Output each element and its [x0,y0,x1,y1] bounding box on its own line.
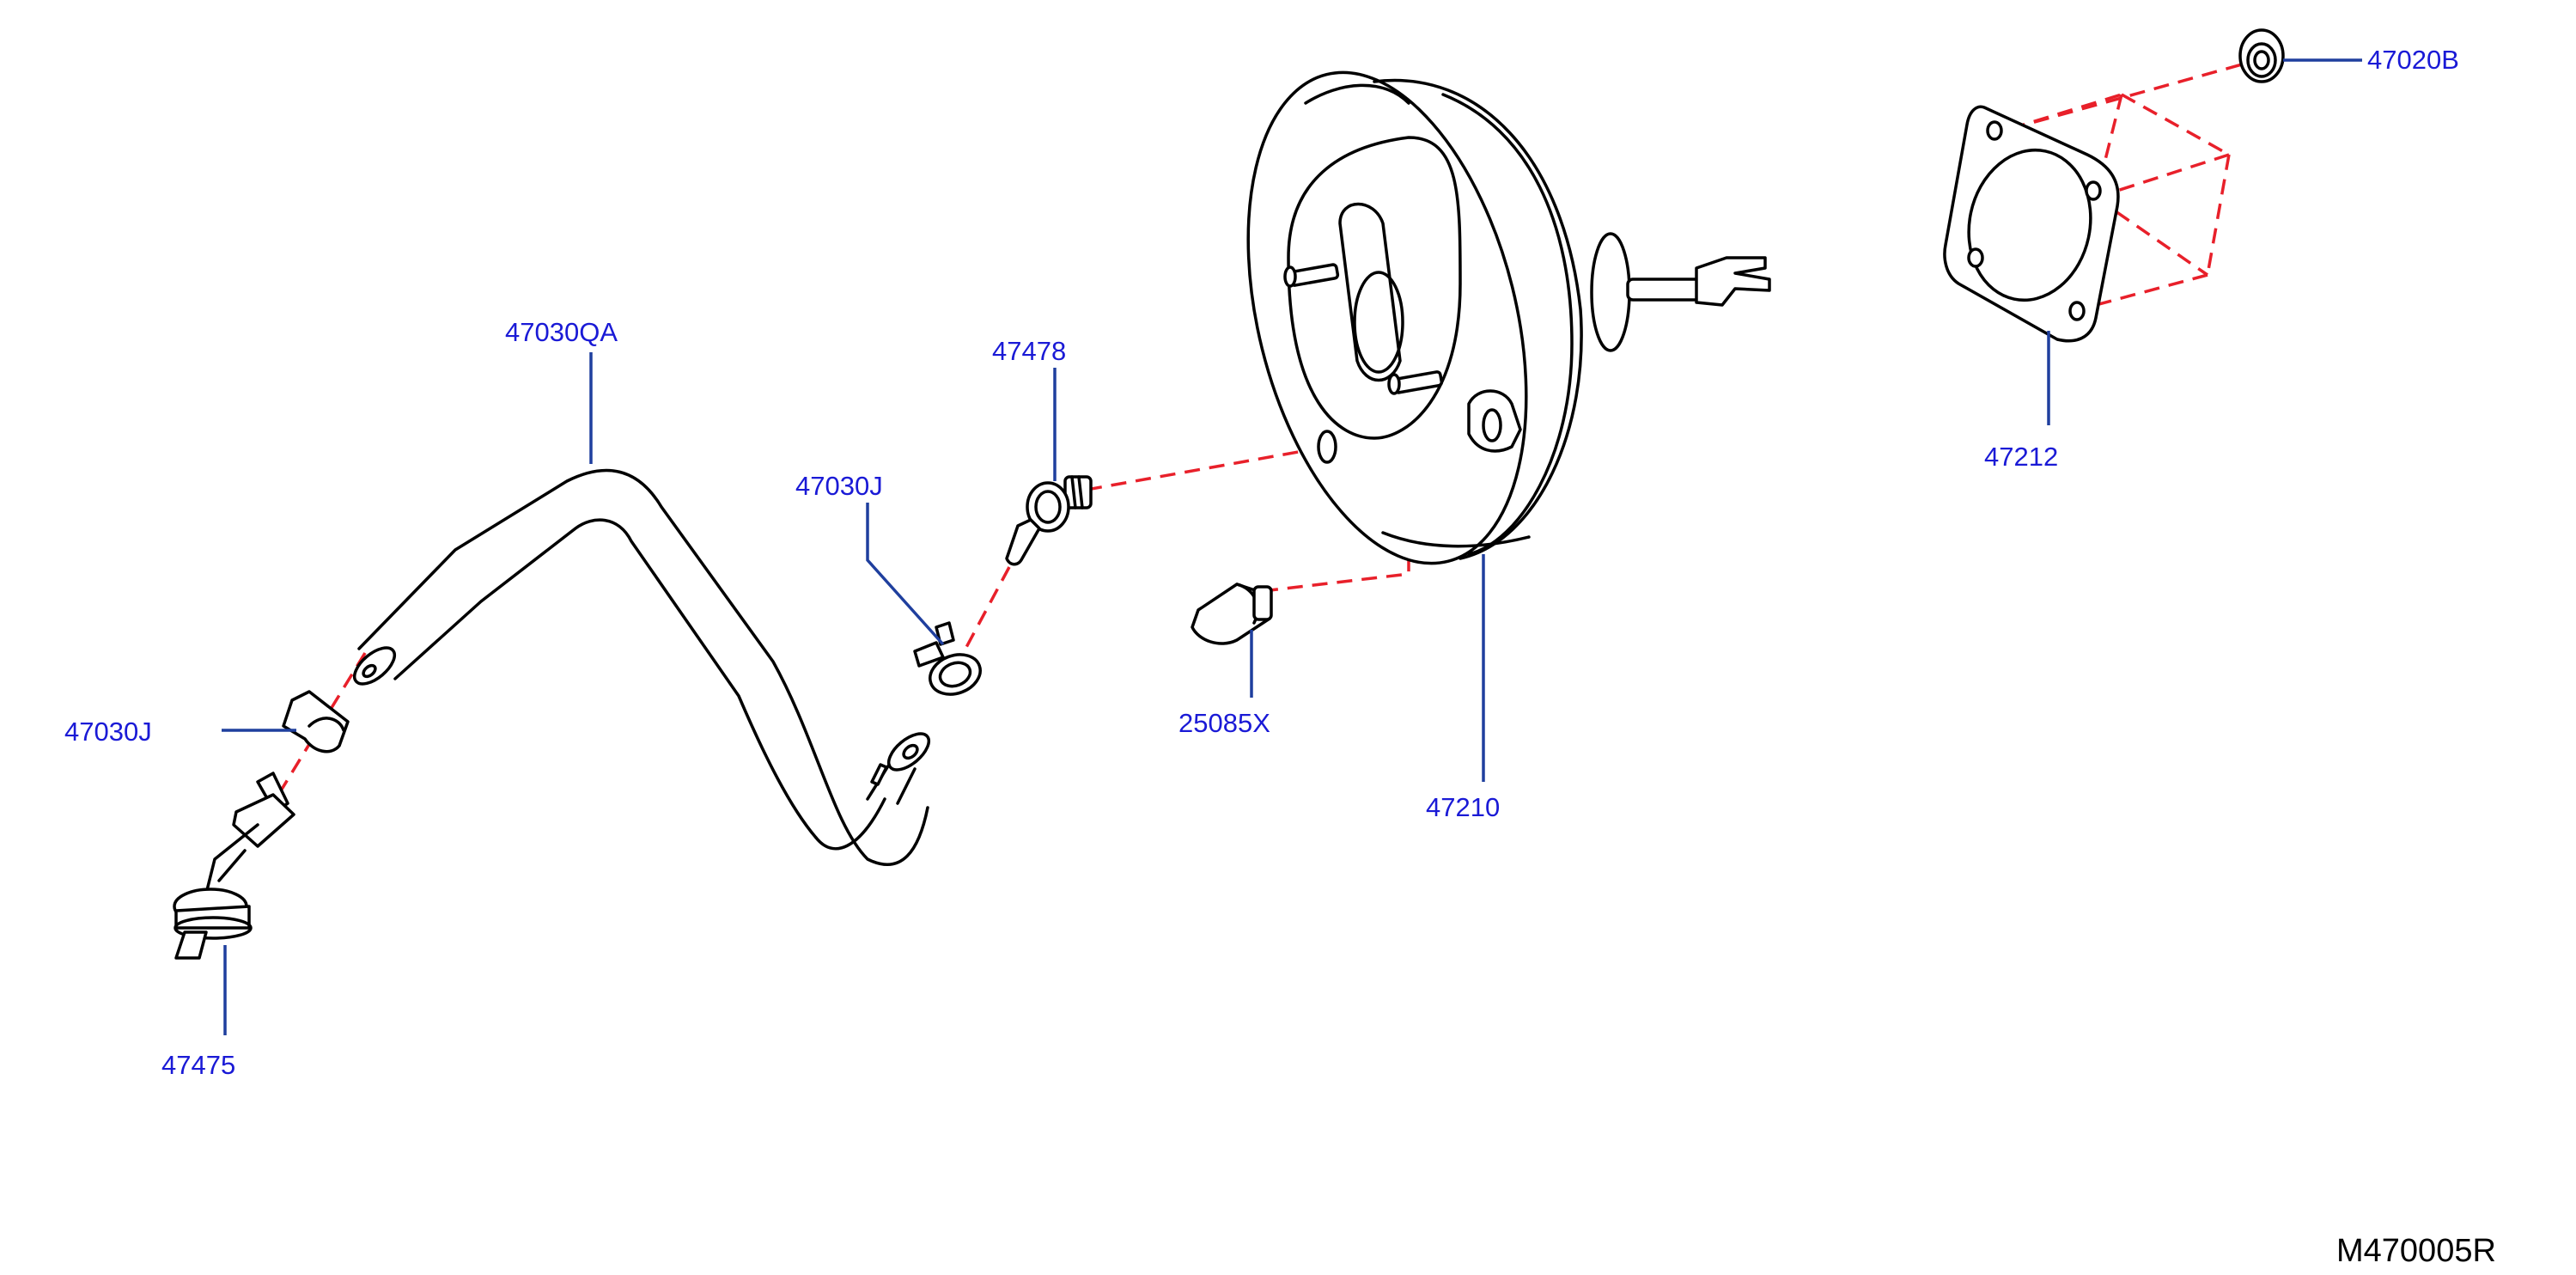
callout-47212: 47212 [1984,442,2058,472]
hose-clip-right [913,621,982,696]
leader-lines [222,58,2362,1035]
callout-47478: 47478 [992,336,1066,366]
gasket [1943,105,2120,343]
callout-47210: 47210 [1426,792,1500,822]
pressure-sensor [1191,583,1273,645]
callout-47030J-right: 47030J [795,471,883,501]
callout-47475: 47475 [161,1050,235,1080]
brake-booster [1246,70,1771,565]
callout-25085X: 25085X [1178,708,1270,738]
callout-47030QA: 47030QA [505,317,618,347]
nut [2238,28,2285,83]
callout-47020B: 47020B [2367,45,2459,75]
vacuum-hose [352,468,931,866]
check-valve [1005,475,1093,566]
callout-labels: 47030QA 47030J 47478 47030J 47475 25085X… [64,45,2496,1269]
callout-47030J-left: 47030J [64,717,152,747]
hose-clip-left [282,690,350,753]
reference-code: M470005R [2336,1233,2496,1269]
hose-connector [173,772,295,960]
